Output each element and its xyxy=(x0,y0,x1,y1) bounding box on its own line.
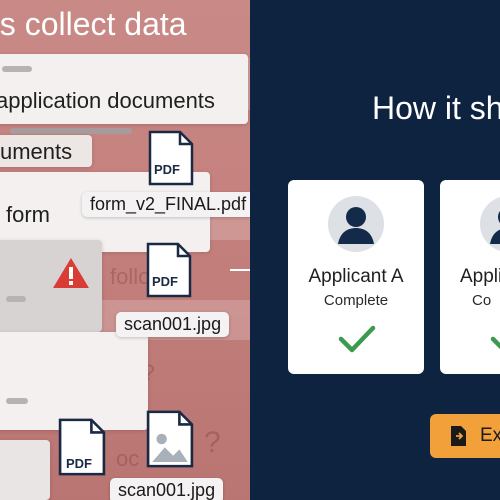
file-name[interactable]: form_v2_FINAL.pdf xyxy=(82,192,250,217)
placeholder-bar xyxy=(2,66,32,72)
applicant-status: Complete xyxy=(323,292,389,309)
file-type-label: PDF xyxy=(66,456,92,471)
export-label: Ex xyxy=(480,425,500,446)
right-panel: How it sh Applicant A Complete Appli Co xyxy=(250,0,500,500)
document-card: application documents xyxy=(0,54,248,124)
applicant-name: Appli xyxy=(460,266,500,287)
user-icon xyxy=(338,207,374,244)
placeholder-bar xyxy=(6,398,28,404)
file-type-label: PDF xyxy=(154,162,180,177)
warning-icon xyxy=(53,258,89,288)
file-name[interactable]: scan001.jpg xyxy=(110,478,224,500)
pdf-file-icon[interactable]: PDF xyxy=(58,416,106,478)
avatar xyxy=(328,196,384,252)
ghost-text: ? xyxy=(204,426,221,459)
row-label: application documents xyxy=(0,88,215,113)
applicant-card[interactable]: Appli Co xyxy=(440,180,500,374)
document-card xyxy=(0,332,148,430)
user-icon xyxy=(490,211,500,244)
applicant-status: Co xyxy=(472,292,492,309)
headline: ns collect data xyxy=(0,6,187,42)
document-card: uments xyxy=(0,135,92,167)
file-name[interactable]: scan001.jpg xyxy=(116,312,230,337)
export-icon xyxy=(451,426,466,446)
check-icon xyxy=(338,325,376,353)
pdf-file-icon[interactable]: PDF xyxy=(148,130,194,186)
file-type-label: PDF xyxy=(152,274,178,289)
placeholder-bar xyxy=(10,128,132,134)
export-button[interactable]: Ex xyxy=(430,414,500,458)
ghost-text: follo xyxy=(110,264,151,289)
section-title: How it sh xyxy=(372,90,500,126)
placeholder-bar xyxy=(6,296,26,302)
row-label: uments xyxy=(0,139,73,164)
pdf-file-icon[interactable]: PDF xyxy=(146,242,192,298)
check-icon xyxy=(490,336,500,350)
ghost-text: oc xyxy=(116,446,140,471)
left-panel: ns collect data application documents um… xyxy=(0,0,250,500)
document-card xyxy=(0,440,50,500)
applicant-card[interactable]: Applicant A Complete xyxy=(288,180,424,374)
applicant-name: Applicant A xyxy=(308,266,404,287)
image-file-icon[interactable] xyxy=(146,408,194,470)
row-label: form xyxy=(6,202,50,227)
avatar xyxy=(480,196,500,252)
